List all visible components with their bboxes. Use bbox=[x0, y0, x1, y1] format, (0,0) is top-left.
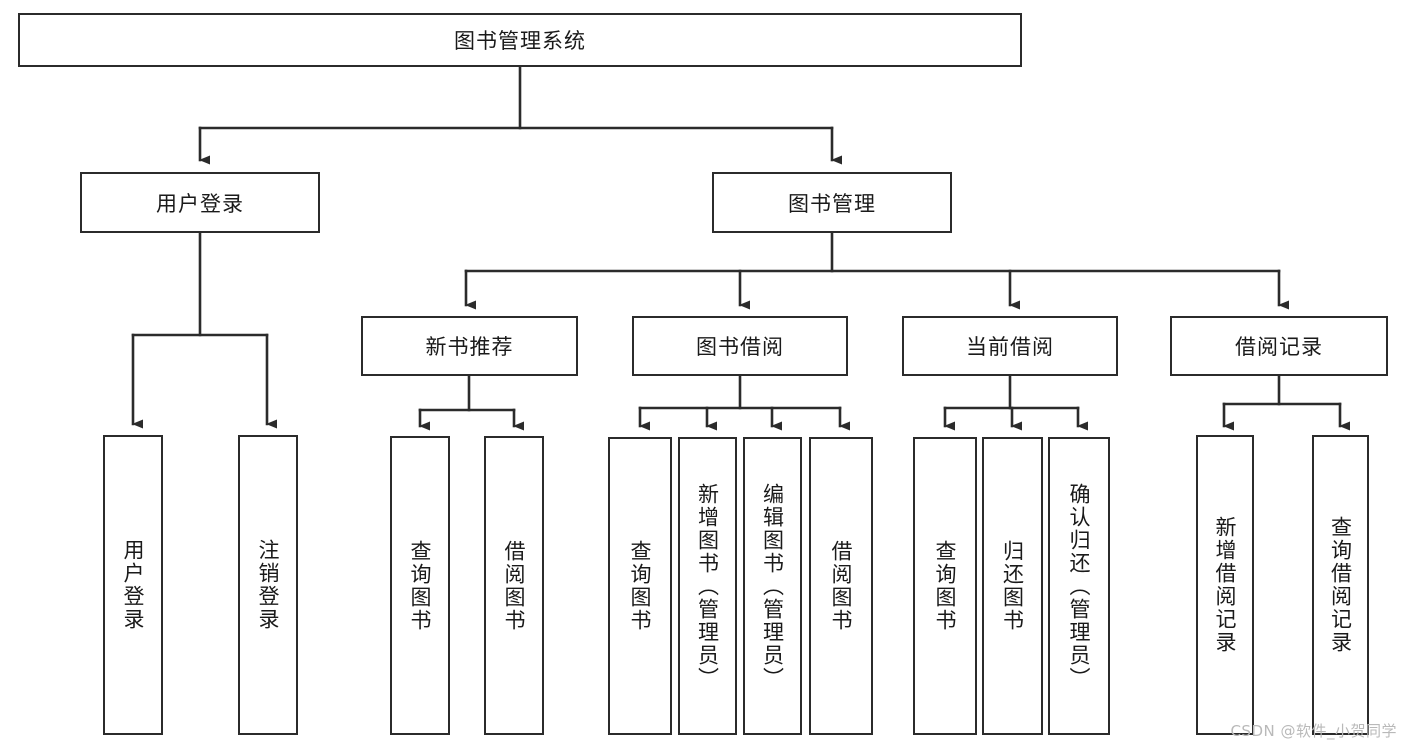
node-label: 借阅图书 bbox=[502, 539, 527, 632]
node-label: 查询图书 bbox=[933, 540, 958, 632]
node-book-management[interactable]: 图书管理 bbox=[712, 172, 952, 233]
leaf-new-book-borrow-book[interactable]: 借阅图书 bbox=[484, 436, 544, 735]
leaf-book-borrow-borrow-book[interactable]: 借阅图书 bbox=[809, 437, 873, 735]
leaf-book-borrow-edit-book-admin[interactable]: 编辑图书（管理员） bbox=[743, 437, 802, 735]
node-label: 当前借阅 bbox=[966, 335, 1054, 359]
node-label: 图书管理系统 bbox=[454, 29, 586, 53]
node-label: 确认归还（管理员） bbox=[1067, 482, 1092, 690]
node-label: 新增图书（管理员） bbox=[695, 482, 720, 690]
node-label: 新书推荐 bbox=[425, 335, 514, 359]
node-label: 查询图书 bbox=[628, 540, 653, 632]
leaf-user-login-logout[interactable]: 注销登录 bbox=[238, 435, 298, 735]
leaf-borrow-record-add-record[interactable]: 新增借阅记录 bbox=[1196, 435, 1254, 735]
node-book-borrow[interactable]: 图书借阅 bbox=[632, 316, 848, 376]
leaf-borrow-record-query-record[interactable]: 查询借阅记录 bbox=[1312, 435, 1369, 735]
node-borrow-record[interactable]: 借阅记录 bbox=[1170, 316, 1388, 376]
node-label: 编辑图书（管理员） bbox=[760, 482, 785, 690]
node-label: 图书借阅 bbox=[696, 335, 784, 359]
csdn-watermark: CSDN @软件_小贺同学 bbox=[1230, 722, 1397, 740]
node-label: 新增借阅记录 bbox=[1213, 516, 1238, 654]
leaf-current-borrow-query-book[interactable]: 查询图书 bbox=[913, 437, 977, 735]
node-label: 图书管理 bbox=[788, 191, 876, 216]
node-label: 注销登录 bbox=[256, 539, 281, 631]
node-label: 查询借阅记录 bbox=[1328, 516, 1353, 654]
node-new-book-recommend[interactable]: 新书推荐 bbox=[361, 316, 578, 376]
node-label: 查询图书 bbox=[408, 539, 433, 632]
node-label: 用户登录 bbox=[121, 539, 146, 631]
leaf-current-borrow-return-book[interactable]: 归还图书 bbox=[982, 437, 1043, 735]
node-label: 用户登录 bbox=[156, 191, 244, 216]
leaf-book-borrow-add-book-admin[interactable]: 新增图书（管理员） bbox=[678, 437, 737, 735]
node-label: 借阅记录 bbox=[1235, 335, 1323, 359]
leaf-user-login-login[interactable]: 用户登录 bbox=[103, 435, 163, 735]
node-label: 借阅图书 bbox=[829, 540, 854, 632]
node-root-book-management-system[interactable]: 图书管理系统 bbox=[18, 13, 1022, 67]
node-current-borrow[interactable]: 当前借阅 bbox=[902, 316, 1118, 376]
node-user-login[interactable]: 用户登录 bbox=[80, 172, 320, 233]
leaf-new-book-query-book[interactable]: 查询图书 bbox=[390, 436, 450, 735]
leaf-book-borrow-query-book[interactable]: 查询图书 bbox=[608, 437, 672, 735]
leaf-current-borrow-confirm-return-admin[interactable]: 确认归还（管理员） bbox=[1048, 437, 1110, 735]
node-label: 归还图书 bbox=[1000, 540, 1025, 632]
